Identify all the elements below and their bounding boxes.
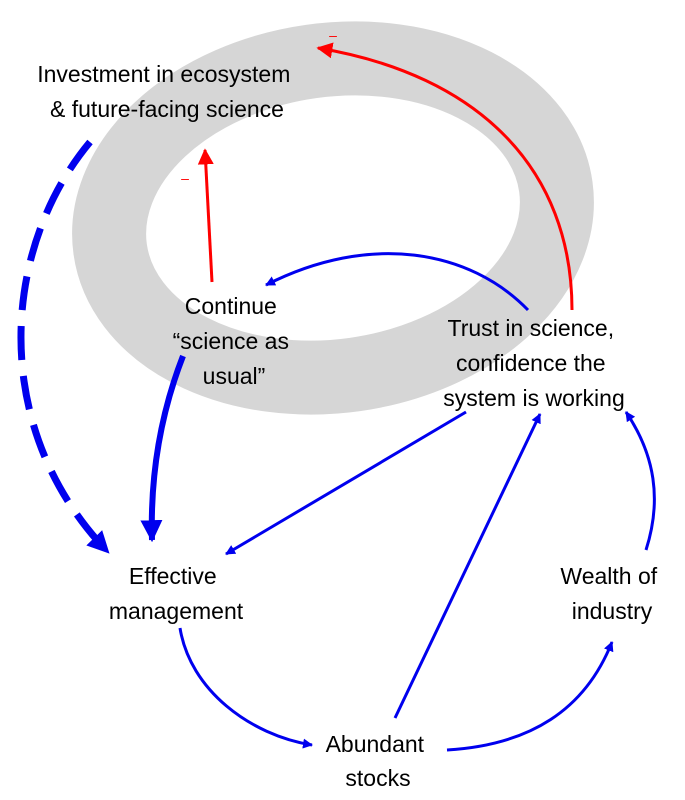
node-effective-management: Effective management — [109, 563, 244, 624]
edges — [17, 42, 656, 752]
loop-band — [72, 21, 594, 415]
edge-trust-to-investment — [316, 42, 574, 311]
edge-abundant-to-trust — [393, 413, 542, 719]
node-wealth-of-industry: Wealth of industry — [560, 563, 663, 624]
sign-continue-to-investment: – — [181, 170, 189, 186]
sign-trust-to-investment: – — [329, 27, 337, 43]
node-trust-in-science: Trust in science, confidence the system … — [443, 315, 624, 411]
node-investment: Investment in ecosystem & future-facing … — [37, 61, 297, 122]
node-continue-science-as-usual: Continue “science as usual” — [173, 293, 296, 389]
edge-continue-to-effective — [140, 354, 186, 543]
edge-investment-to-effective — [17, 139, 111, 555]
edge-trust-to-continue — [265, 252, 530, 312]
edge-abundant-to-wealth — [446, 641, 614, 752]
edge-trust-to-effective — [225, 410, 467, 556]
edge-effective-to-abundant — [178, 627, 313, 749]
edge-wealth-to-trust — [624, 411, 656, 551]
edge-continue-to-investment — [197, 148, 214, 283]
node-abundant-stocks: Abundant stocks — [326, 731, 431, 791]
